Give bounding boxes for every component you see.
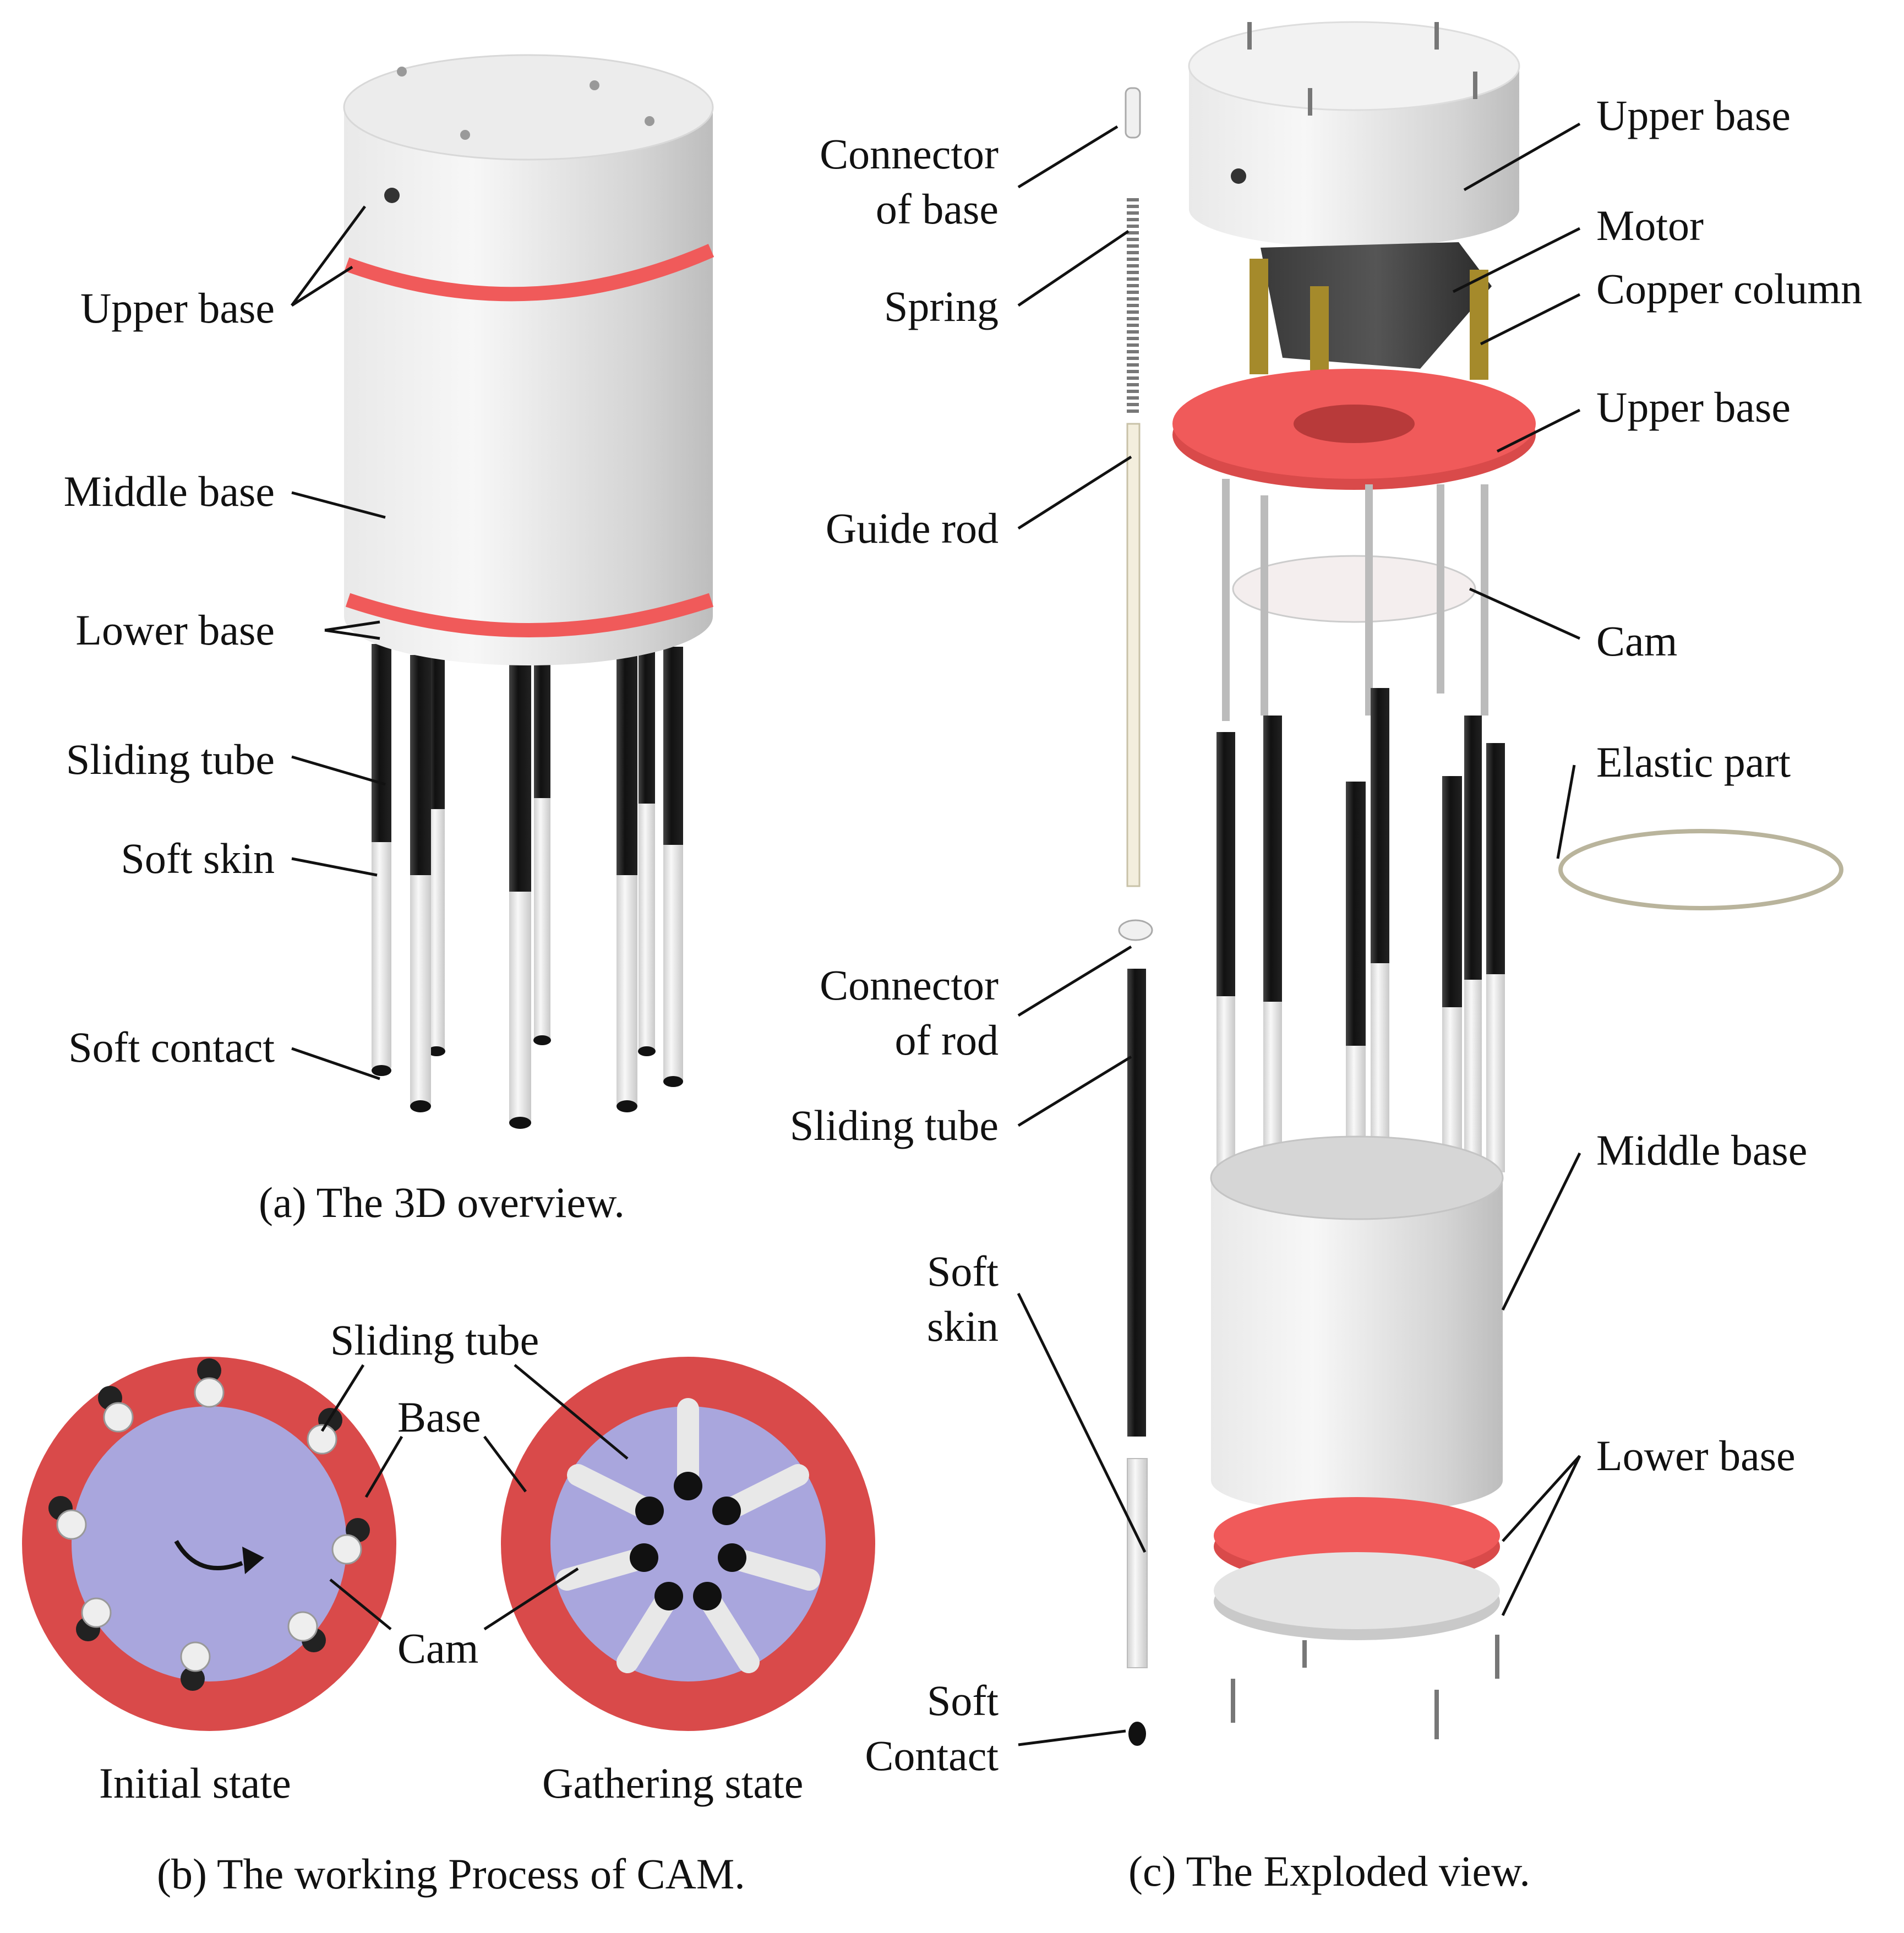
- label-c-sliding-tube: Sliding tube: [789, 1101, 999, 1149]
- label-c-connector-of-rod-line1: Connector: [820, 961, 999, 1009]
- caption-c: (c) The Exploded view.: [1128, 1847, 1530, 1895]
- label-c-middle-base: Middle base: [1596, 1126, 1808, 1174]
- label-c-soft-contact-line2: Contact: [865, 1732, 999, 1779]
- label-b-cam: Cam: [397, 1624, 479, 1672]
- label-a-upper-base: Upper base: [80, 284, 275, 332]
- label-b-base: Base: [397, 1393, 481, 1441]
- label-c-upper-base-ring: Upper base: [1596, 383, 1791, 431]
- legs-a: [372, 638, 683, 1129]
- label-c-spring: Spring: [883, 282, 999, 330]
- panel-b-gathering-state-drawing: [501, 1357, 875, 1731]
- label-a-middle-base: Middle base: [63, 467, 275, 515]
- upper-red-band: [344, 244, 714, 302]
- label-c-copper-column: Copper column: [1596, 265, 1863, 313]
- label-c-elastic-part: Elastic part: [1596, 738, 1791, 786]
- leader-lines-a: [290, 205, 386, 1080]
- label-c-lower-base: Lower base: [1596, 1432, 1796, 1479]
- label-a-soft-contact: Soft contact: [68, 1023, 275, 1071]
- leader-lines-c: [1017, 122, 1581, 1746]
- label-c-connector-of-rod-line2: of rod: [894, 1016, 999, 1064]
- label-c-upper-base-top: Upper base: [1596, 91, 1791, 139]
- label-c-motor: Motor: [1596, 201, 1704, 249]
- lower-red-band: [345, 593, 714, 637]
- label-b-sliding-tube: Sliding tube: [330, 1316, 539, 1364]
- rods-c: [1216, 479, 1505, 1222]
- label-c-soft-contact-line1: Soft: [926, 1677, 999, 1724]
- label-b-gathering-state: Gathering state: [542, 1759, 804, 1807]
- label-a-lower-base: Lower base: [75, 606, 275, 654]
- label-b-initial-state: Initial state: [99, 1759, 291, 1807]
- panel-b-initial-state-drawing: [22, 1357, 396, 1731]
- cylinder-top: [343, 54, 714, 161]
- label-c-guide-rod: Guide rod: [825, 504, 999, 552]
- leader-lines-b: [320, 1364, 629, 1631]
- label-a-soft-skin: Soft skin: [121, 834, 275, 882]
- panel-c-exploded-drawing: [1118, 21, 1843, 1746]
- label-c-soft-skin-line1: Soft: [926, 1247, 999, 1295]
- panel-a-overview-drawing: [343, 54, 714, 1129]
- label-c-cam: Cam: [1596, 617, 1678, 665]
- label-c-connector-of-base-line1: Connector: [820, 130, 999, 178]
- caption-a: (a) The 3D overview.: [259, 1178, 625, 1226]
- caption-b: (b) The working Process of CAM.: [157, 1850, 745, 1898]
- elastic-ring: [1558, 829, 1843, 910]
- label-c-soft-skin-line2: skin: [926, 1302, 999, 1350]
- cylinder-body: [344, 107, 713, 665]
- label-c-connector-of-base-line2: of base: [875, 185, 999, 233]
- label-a-sliding-tube: Sliding tube: [66, 735, 275, 783]
